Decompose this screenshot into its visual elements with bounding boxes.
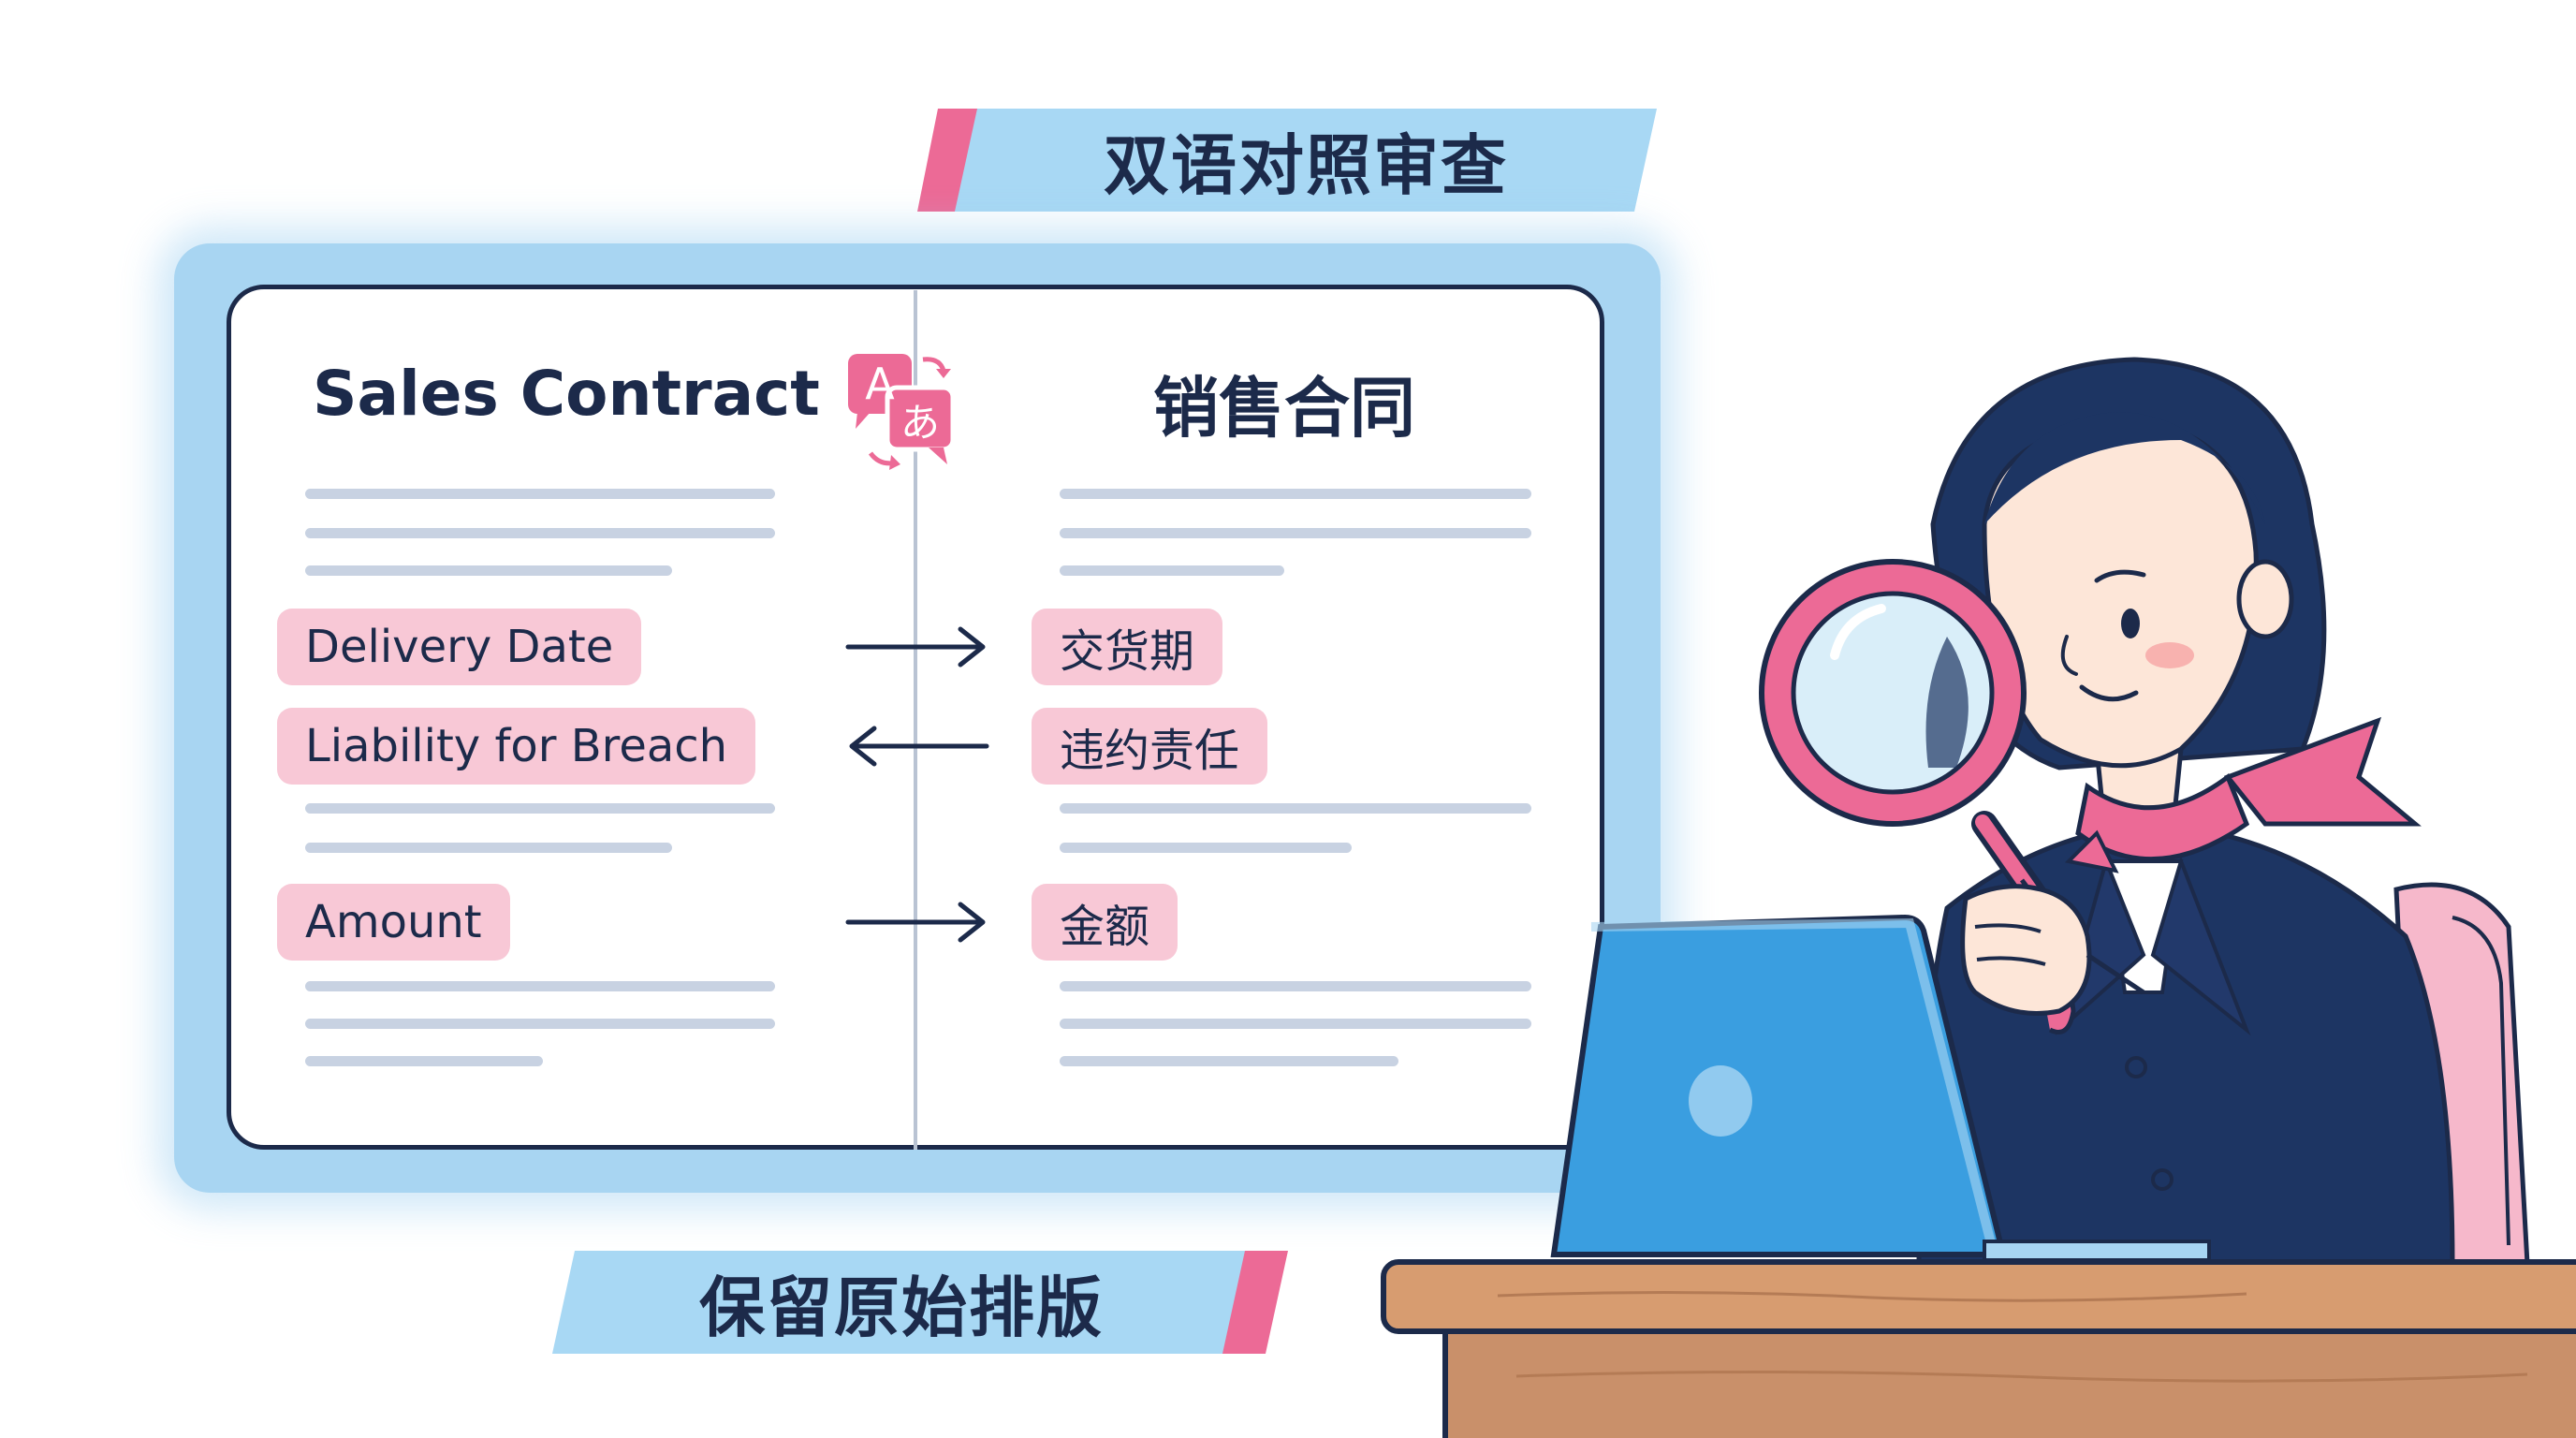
arrow-right-icon — [845, 902, 986, 943]
term-english-delivery-date: Delivery Date — [277, 609, 642, 685]
document-title-chinese: 销售合同 — [1153, 370, 1415, 447]
pink-scarf — [2064, 716, 2422, 873]
text-line — [305, 1019, 775, 1029]
reviewer-illustration — [1381, 357, 2576, 1438]
column-divider — [914, 290, 917, 1150]
text-line — [1060, 528, 1531, 538]
text-line — [1060, 489, 1531, 499]
text-line — [1060, 1056, 1398, 1066]
text-line — [1060, 1019, 1531, 1029]
text-line — [1060, 803, 1531, 814]
term-chinese-amount: 金额 — [1032, 884, 1178, 961]
text-line — [305, 1056, 543, 1066]
top-banner-text: 双语对照审查 — [1104, 126, 1508, 204]
text-line — [305, 565, 672, 576]
woman-body — [1916, 821, 2455, 1267]
text-line — [1060, 981, 1531, 991]
text-line — [305, 803, 775, 814]
laptop — [1550, 914, 2211, 1262]
top-banner-shape — [917, 109, 1657, 212]
text-line — [305, 981, 775, 991]
bottom-banner-text: 保留原始排版 — [699, 1269, 1104, 1346]
top-banner: 双语对照审查 — [917, 109, 1657, 212]
translate-icon-kana: あ — [900, 400, 940, 446]
text-line — [1060, 843, 1352, 853]
text-line — [305, 528, 775, 538]
text-line — [1060, 565, 1284, 576]
text-line — [305, 489, 775, 499]
text-line — [305, 843, 672, 853]
term-chinese-liability-for-breach: 违约责任 — [1032, 708, 1268, 785]
arrow-left-icon — [849, 726, 989, 767]
document-title-english: Sales Contract — [313, 358, 820, 430]
term-chinese-delivery-date: 交货期 — [1032, 609, 1223, 685]
term-english-liability-for-breach: Liability for Breach — [277, 708, 756, 785]
desk — [1381, 1259, 2576, 1438]
translate-icon-latin: A — [865, 359, 895, 409]
woman-hand — [1960, 884, 2145, 1016]
translate-icon: A あ — [848, 354, 956, 470]
arrow-right-icon — [845, 626, 986, 668]
bottom-banner: 保留原始排版 — [552, 1251, 1288, 1354]
woman-face — [1982, 412, 2294, 769]
bottom-banner-shape — [552, 1251, 1288, 1354]
term-english-amount: Amount — [277, 884, 510, 961]
